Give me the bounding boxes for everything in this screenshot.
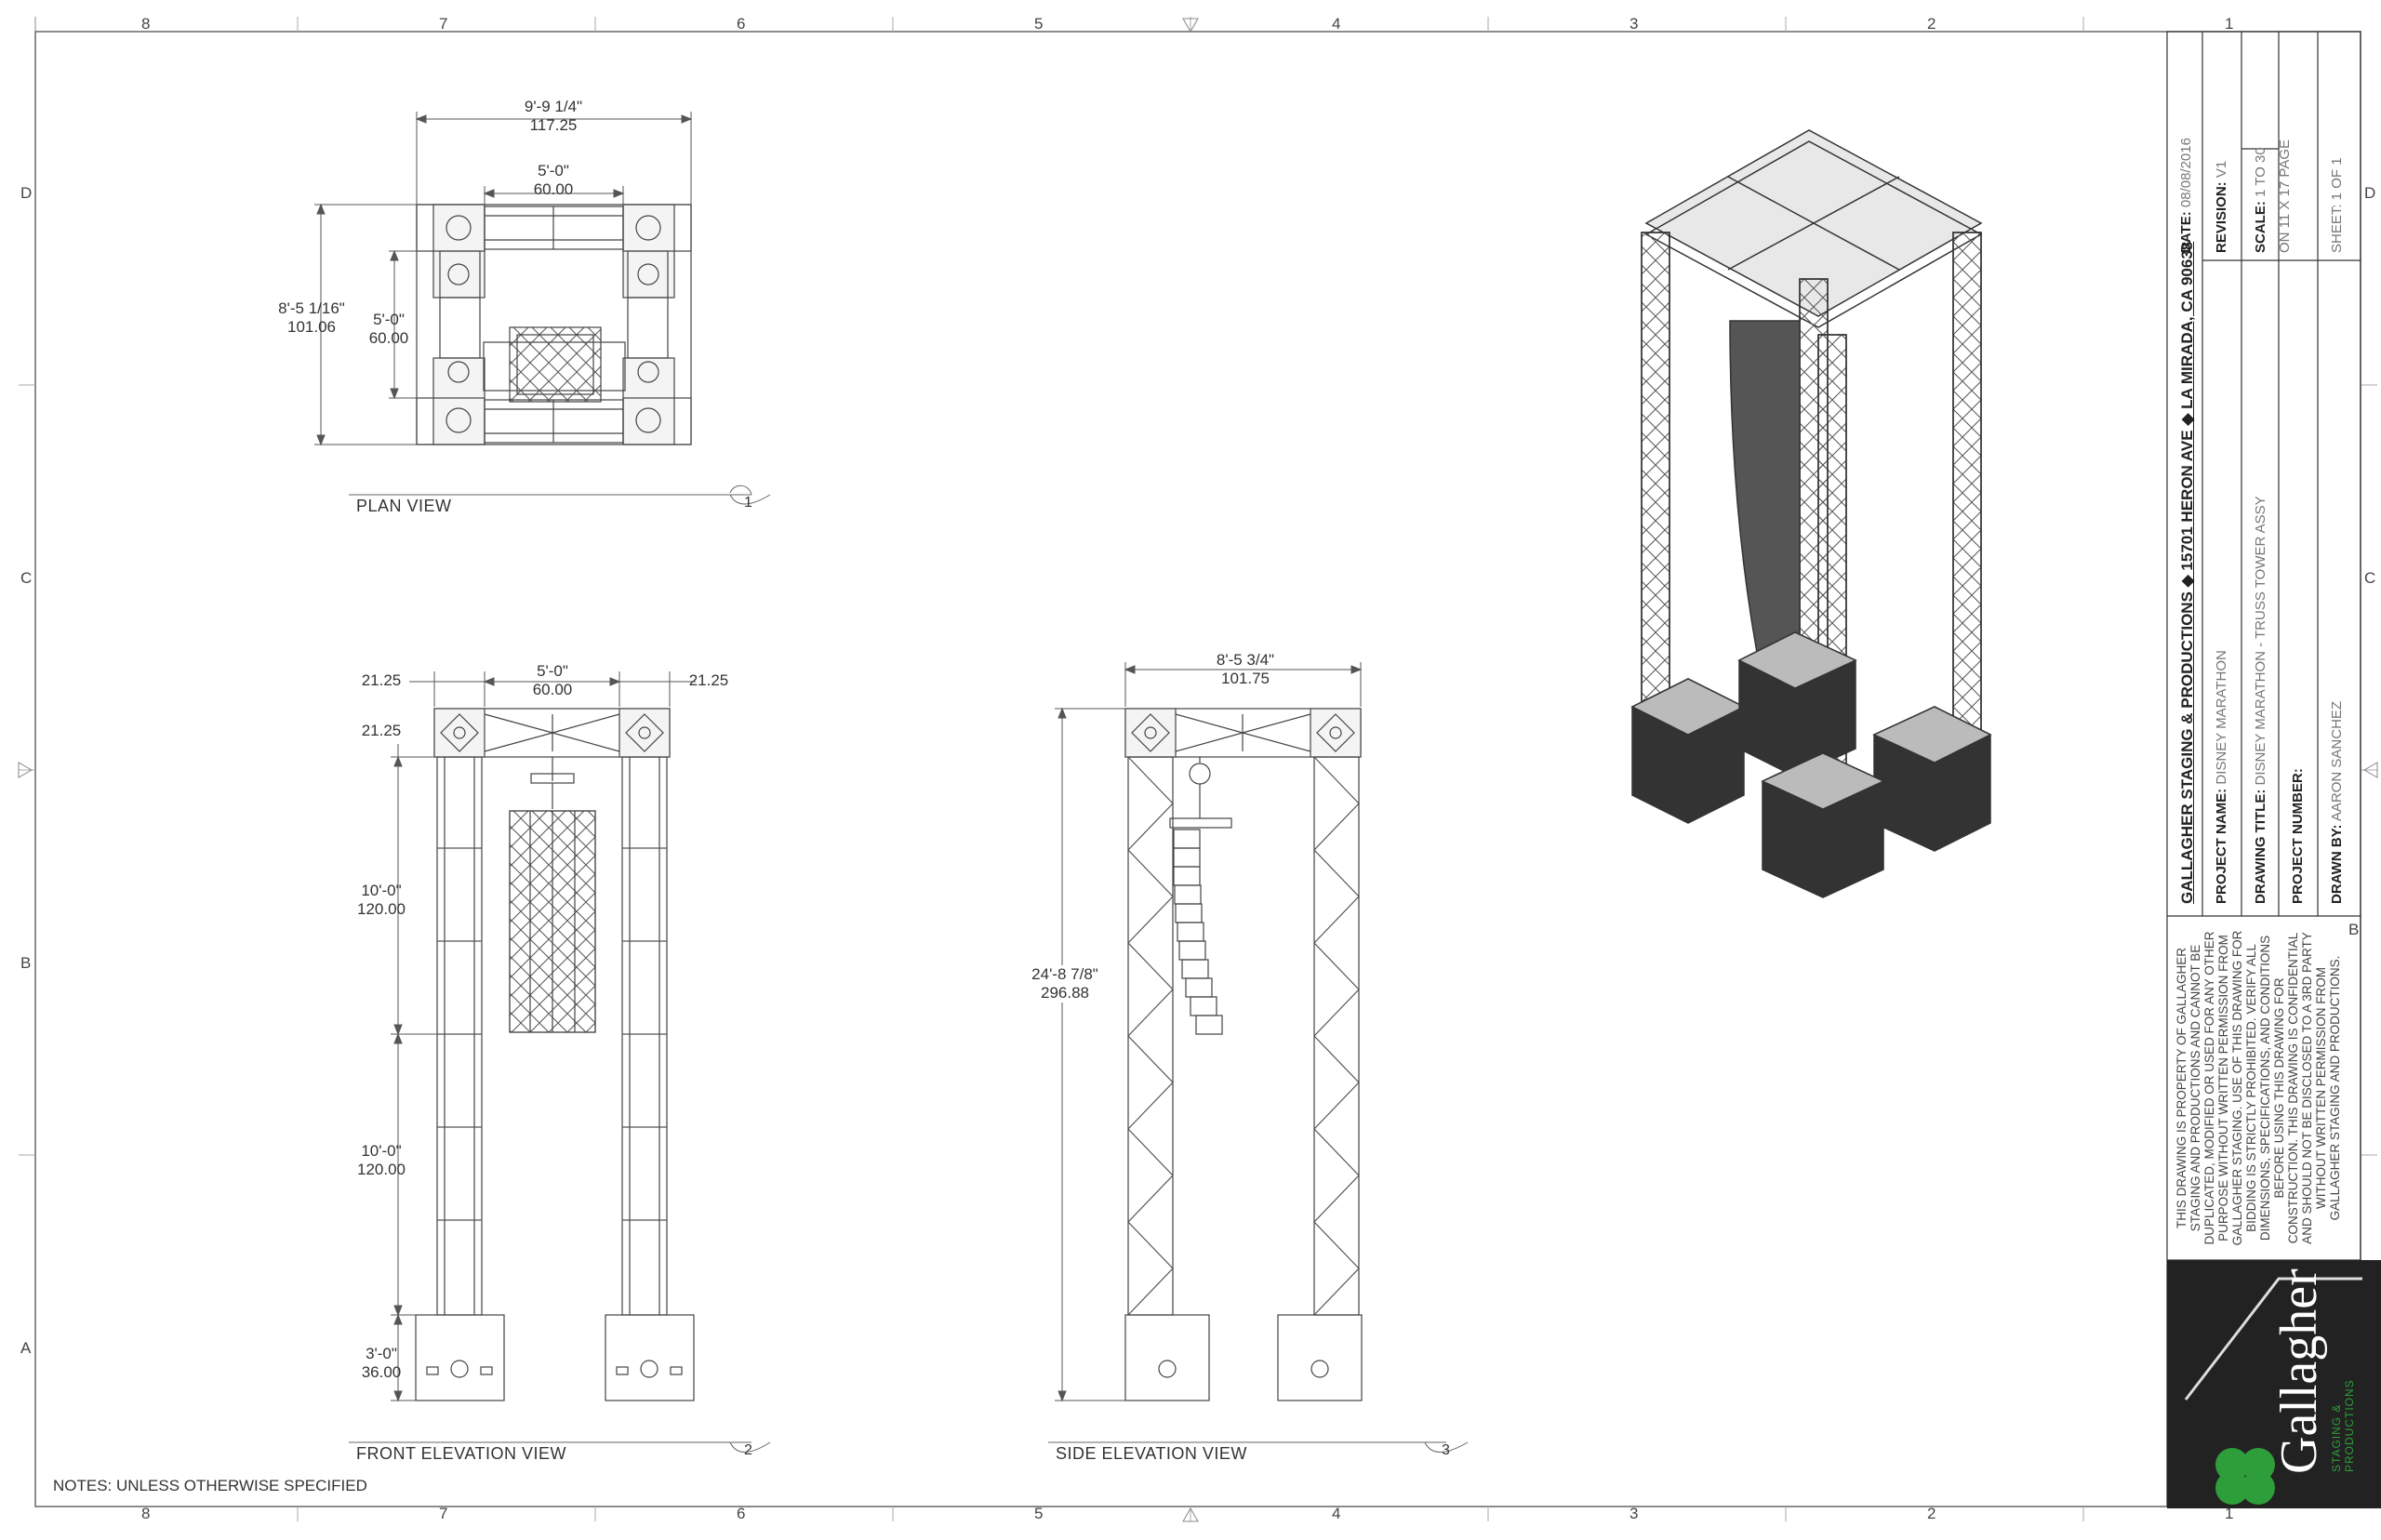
zone-bottom-5: 5: [1034, 1505, 1044, 1522]
front-dim-left-offset: 21.25: [361, 671, 402, 689]
company-address-line: GALLAGHER STAGING & PRODUCTIONS ◆ 15701 …: [2178, 241, 2196, 904]
side-view-number: 3: [1442, 1442, 1450, 1458]
logo-text: Gallagher: [2270, 1268, 2328, 1474]
logo-subtext: STAGING & PRODUCTIONS: [2330, 1379, 2356, 1472]
drawing-title-field: DRAWING TITLE: DISNEY MARATHON - TRUSS T…: [2253, 496, 2268, 904]
front-elevation-drawing: [415, 708, 695, 1401]
plan-dim-inner-width: 5'-0" 60.00: [533, 162, 574, 198]
zone-right-B: B: [2348, 921, 2360, 938]
sheet-field: SHEET: 1 OF 1: [2329, 157, 2345, 253]
zone-top-8: 8: [141, 15, 151, 33]
zone-ticks: [19, 17, 2377, 1521]
center-mark-left: [18, 762, 33, 778]
plan-view-title: PLAN VIEW: [356, 497, 452, 515]
plan-dim-inner-depth: 5'-0" 60.00: [368, 311, 409, 347]
shamrock-icon: [2184, 1277, 2362, 1505]
side-elevation-dimensions: [1048, 662, 1469, 1453]
date-field: DATE: 08/08/2016: [2178, 138, 2194, 253]
front-dim-header-height: 21.25: [361, 722, 402, 739]
zone-left-D: D: [20, 184, 33, 202]
plan-dim-overall-depth: 8'-5 1/16" 101.06: [278, 299, 345, 336]
zone-top-5: 5: [1034, 15, 1044, 33]
zone-bottom-3: 3: [1629, 1505, 1639, 1522]
center-mark-top: [1182, 18, 1199, 33]
project-name-field: PROJECT NAME: DISNEY MARATHON: [2214, 650, 2229, 904]
zone-left-A: A: [20, 1339, 32, 1357]
zone-top-4: 4: [1332, 15, 1341, 33]
front-dim-upper: 10'-0" 120.00: [357, 882, 406, 918]
side-dim-width: 8'-5 3/4" 101.75: [1216, 651, 1275, 687]
front-elevation-dimensions: [349, 671, 771, 1453]
project-number-field: PROJECT NUMBER:: [2290, 768, 2306, 904]
line-array-speakers: [1173, 829, 1223, 1035]
side-view-title: SIDE ELEVATION VIEW: [1056, 1444, 1247, 1463]
zone-bottom-8: 8: [141, 1505, 151, 1522]
side-dim-height: 24'-8 7/8" 296.88: [1023, 965, 1107, 1002]
zone-top-1: 1: [2225, 15, 2234, 33]
front-view-title: FRONT ELEVATION VIEW: [356, 1444, 567, 1463]
company-logo: Gallagher STAGING & PRODUCTIONS: [2167, 1260, 2381, 1508]
zone-bottom-2: 2: [1927, 1505, 1936, 1522]
zone-top-6: 6: [737, 15, 746, 33]
zone-bottom-6: 6: [737, 1505, 746, 1522]
sheet-border: [34, 31, 2361, 1507]
plan-view-number: 1: [744, 495, 752, 511]
scale-page-field: ON 11 X 17 PAGE: [2277, 139, 2293, 253]
front-dim-lower: 10'-0" 120.00: [357, 1142, 406, 1178]
center-mark-right: [2362, 762, 2378, 778]
plan-view-drawing: [416, 204, 692, 445]
front-dim-right-offset: 21.25: [688, 671, 729, 689]
zone-top-7: 7: [439, 15, 448, 33]
isometric-truss-tower: [1630, 129, 1992, 898]
zone-left-C: C: [20, 569, 33, 587]
zone-top-2: 2: [1927, 15, 1936, 33]
zone-bottom-4: 4: [1332, 1505, 1341, 1522]
front-dim-span: 5'-0" 60.00: [532, 662, 573, 698]
proprietary-notice: THIS DRAWING IS PROPERTY OF GALLAGHER ST…: [2175, 930, 2342, 1246]
center-mark-bottom: [1182, 1507, 1199, 1522]
scale-field: SCALE: 1 TO 30: [2253, 147, 2268, 253]
side-elevation-drawing: [1124, 708, 1363, 1401]
drawn-by-field: DRAWN BY: AARON SANCHEZ: [2329, 700, 2345, 904]
revision-field: REVISION: V1: [2214, 160, 2229, 253]
zone-bottom-1: 1: [2225, 1505, 2234, 1522]
zone-top-3: 3: [1629, 15, 1639, 33]
front-dim-base: 3'-0" 36.00: [361, 1345, 402, 1381]
zone-right-D: D: [2364, 184, 2376, 202]
front-view-number: 2: [744, 1442, 752, 1458]
plan-dim-overall-width: 9'-9 1/4" 117.25: [524, 98, 583, 134]
plan-view-dimensions: [314, 112, 771, 505]
zone-right-C: C: [2364, 569, 2376, 587]
zone-left-B: B: [20, 954, 32, 972]
zone-bottom-7: 7: [439, 1505, 448, 1522]
general-notes: NOTES: UNLESS OTHERWISE SPECIFIED: [53, 1477, 367, 1494]
